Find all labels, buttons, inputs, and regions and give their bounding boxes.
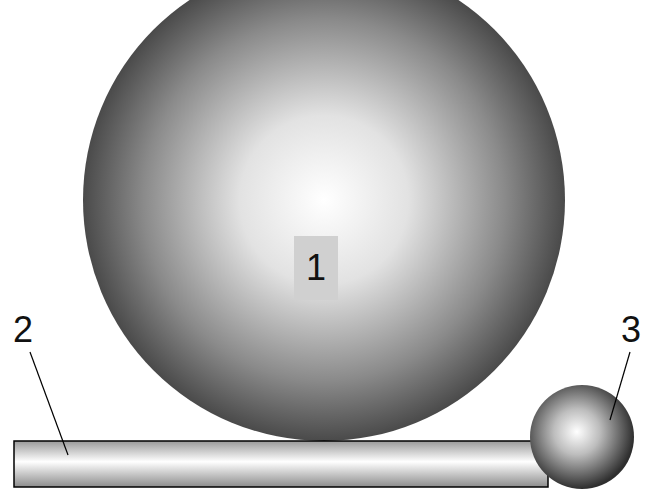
part-number: 3	[621, 312, 641, 348]
rod	[14, 441, 548, 487]
small-sphere	[530, 385, 634, 489]
leader-line	[610, 352, 630, 420]
large-sphere	[83, 0, 565, 441]
leader-line	[30, 352, 68, 455]
part-number: 1	[294, 236, 338, 300]
part-number: 2	[13, 312, 33, 348]
